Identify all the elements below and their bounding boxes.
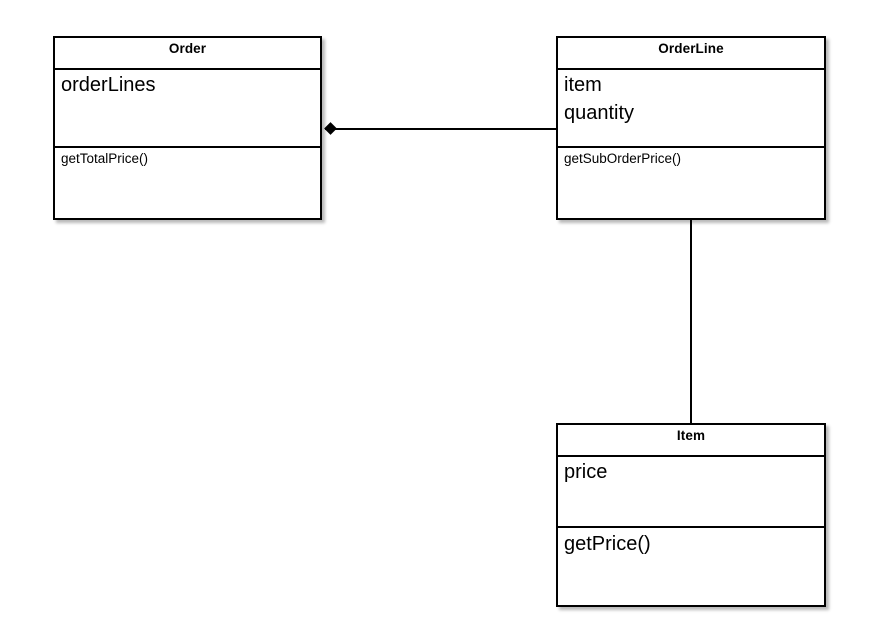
class-title-order: Order — [55, 38, 320, 70]
class-attributes-order: orderLines — [55, 70, 320, 148]
filled-diamond-icon — [324, 122, 337, 135]
class-attributes-item: price — [558, 457, 824, 528]
class-name-order: Order — [168, 41, 207, 56]
class-name-item: Item — [676, 428, 706, 443]
operation-item: getPrice() — [564, 533, 651, 555]
attribute-item: item — [564, 74, 602, 96]
composition-edge-order-orderline[interactable] — [325, 128, 558, 130]
class-operations-item: getPrice() — [558, 528, 824, 605]
class-attributes-orderline: item quantity — [558, 70, 824, 148]
association-edge-orderline-item[interactable] — [690, 218, 692, 425]
class-operations-order: getTotalPrice() — [55, 148, 320, 218]
class-name-orderline: OrderLine — [658, 41, 724, 56]
class-box-item[interactable]: Item price getPrice() — [556, 423, 826, 607]
attribute-item: quantity — [564, 102, 635, 124]
class-box-orderline[interactable]: OrderLine item quantity getSubOrderPrice… — [556, 36, 826, 220]
attribute-item: orderLines — [61, 74, 156, 96]
attribute-item: price — [564, 461, 608, 483]
class-operations-orderline: getSubOrderPrice() — [558, 148, 824, 218]
class-title-orderline: OrderLine — [558, 38, 824, 70]
class-title-item: Item — [558, 425, 824, 457]
operation-item: getSubOrderPrice() — [564, 151, 682, 166]
operation-item: getTotalPrice() — [61, 151, 149, 166]
class-box-order[interactable]: Order orderLines getTotalPrice() — [53, 36, 322, 220]
